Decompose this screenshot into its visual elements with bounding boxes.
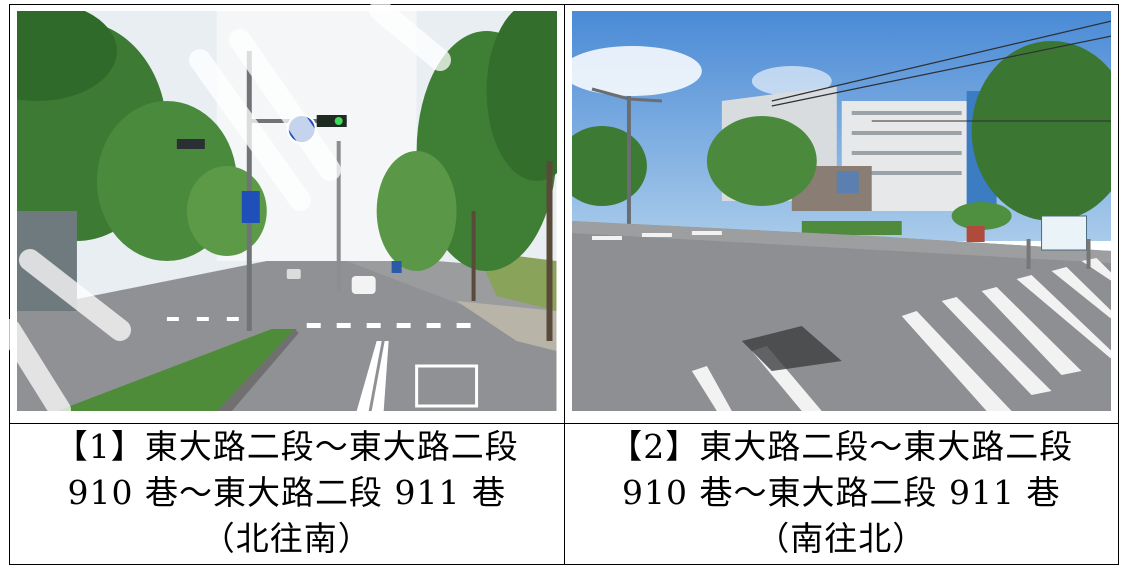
caption-1-line-2: 910 巷～東大路二段 911 巷 [67, 473, 506, 512]
photo-cell-1 [9, 4, 565, 424]
caption-2-line-3: （南往北） [756, 519, 927, 558]
caption-1-line-3: （北往南） [201, 519, 372, 558]
photo-cell-2 [563, 4, 1119, 424]
photo-2-street-south-to-north [571, 11, 1111, 411]
caption-2-line-1: 【2】東大路二段～東大路二段 [609, 427, 1074, 466]
photo-sheet: 【1】東大路二段～東大路二段 910 巷～東大路二段 911 巷 （北往南） 【… [9, 4, 1119, 565]
photo-1-image [17, 11, 557, 411]
caption-cell-1: 【1】東大路二段～東大路二段 910 巷～東大路二段 911 巷 （北往南） [9, 423, 565, 565]
caption-cell-2: 【2】東大路二段～東大路二段 910 巷～東大路二段 911 巷 （南往北） [563, 423, 1119, 565]
photo-table: 【1】東大路二段～東大路二段 910 巷～東大路二段 911 巷 （北往南） 【… [9, 4, 1119, 565]
photo-2-image [571, 11, 1111, 411]
caption-2-line-2: 910 巷～東大路二段 911 巷 [622, 473, 1061, 512]
photo-1-street-north-to-south [17, 11, 557, 411]
caption-1-line-1: 【1】東大路二段～東大路二段 [54, 427, 519, 466]
